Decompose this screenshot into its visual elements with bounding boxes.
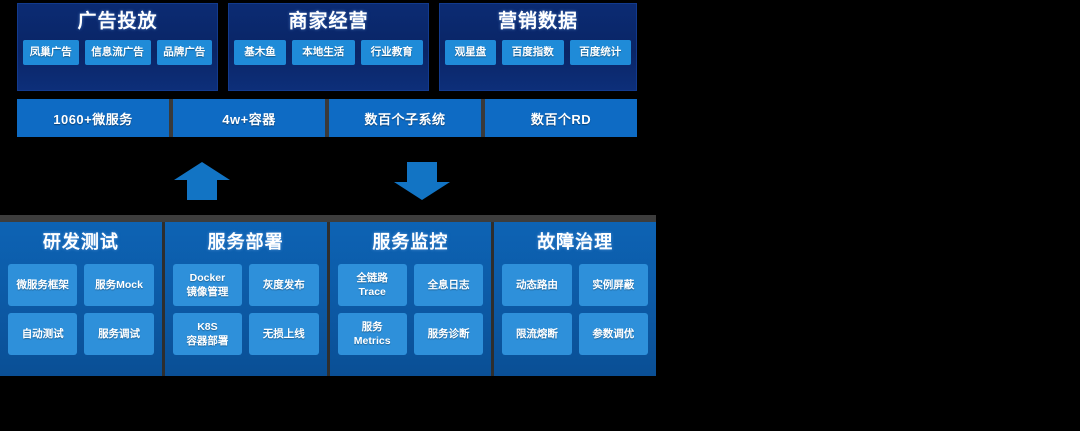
platform-panel-dev-test[interactable]: 研发测试 微服务框架 服务Mock 自动测试 服务调试 <box>0 222 162 376</box>
platform-chip[interactable]: K8S 容器部署 <box>172 313 243 355</box>
business-panel-title: 商家经营 <box>288 11 369 32</box>
platform-panel-service-deploy[interactable]: 服务部署 Docker 镜像管理 灰度发布 K8S 容器部署 无损上线 <box>164 222 327 376</box>
platform-chip[interactable]: 微服务框架 <box>8 264 78 306</box>
scale-metric-subsystems[interactable]: 数百个子系统 <box>329 99 481 137</box>
platform-capability-section: 研发测试 微服务框架 服务Mock 自动测试 服务调试 服务部署 Docker … <box>0 215 656 376</box>
platform-chip[interactable]: 实例屏蔽 <box>578 264 648 306</box>
arrow-up-icon <box>174 162 230 200</box>
business-chip[interactable]: 信息流广告 <box>84 40 151 65</box>
platform-panel-row: 研发测试 微服务框架 服务Mock 自动测试 服务调试 服务部署 Docker … <box>0 222 656 376</box>
platform-panel-title: 服务监控 <box>372 232 449 252</box>
business-panel-chip-row: 观星盘 百度指数 百度统计 <box>439 40 637 65</box>
business-chip[interactable]: 凤巢广告 <box>23 40 79 65</box>
business-panel-chip-row: 凤巢广告 信息流广告 品牌广告 <box>17 40 218 65</box>
scale-metric-containers[interactable]: 4w+容器 <box>173 99 325 137</box>
business-panel-title: 营销数据 <box>497 11 578 32</box>
platform-chip[interactable]: Docker 镜像管理 <box>172 264 243 306</box>
business-chip[interactable]: 观星盘 <box>445 40 496 65</box>
business-chip[interactable]: 百度指数 <box>502 40 564 65</box>
platform-chip[interactable]: 自动测试 <box>8 313 78 355</box>
business-panel-title: 广告投放 <box>77 11 158 32</box>
scale-metrics-bar: 1060+微服务 4w+容器 数百个子系统 数百个RD <box>17 99 637 137</box>
scale-metric-rd[interactable]: 数百个RD <box>485 99 637 137</box>
platform-chip[interactable]: 全链路 Trace <box>337 264 407 306</box>
business-chip[interactable]: 基木鱼 <box>234 40 286 65</box>
business-chip[interactable]: 百度统计 <box>569 40 631 65</box>
platform-panel-fault-governance[interactable]: 故障治理 动态路由 实例屏蔽 限流熔断 参数调优 <box>494 222 656 376</box>
business-panel-chip-row: 基木鱼 本地生活 行业教育 <box>228 40 429 65</box>
business-domain-row: 广告投放 凤巢广告 信息流广告 品牌广告 商家经营 基木鱼 本地生活 行业教育 … <box>17 3 637 91</box>
scale-metric-microservices[interactable]: 1060+微服务 <box>17 99 169 137</box>
platform-chip[interactable]: 动态路由 <box>502 264 572 306</box>
platform-chip[interactable]: 服务调试 <box>84 313 154 355</box>
business-panel-merchant[interactable]: 商家经营 基木鱼 本地生活 行业教育 <box>228 3 429 91</box>
platform-chip[interactable]: 服务Mock <box>84 264 154 306</box>
platform-panel-chip-grid: 全链路 Trace 全息日志 服务 Metrics 服务诊断 <box>330 264 492 355</box>
platform-chip[interactable]: 限流熔断 <box>502 313 572 355</box>
platform-panel-service-monitor[interactable]: 服务监控 全链路 Trace 全息日志 服务 Metrics 服务诊断 <box>329 222 492 376</box>
platform-chip[interactable]: 灰度发布 <box>249 264 319 306</box>
platform-chip[interactable]: 服务 Metrics <box>337 313 407 355</box>
business-chip[interactable]: 品牌广告 <box>156 40 212 65</box>
business-panel-marketing-data[interactable]: 营销数据 观星盘 百度指数 百度统计 <box>439 3 637 91</box>
platform-chip[interactable]: 全息日志 <box>413 264 484 306</box>
platform-panel-chip-grid: 微服务框架 服务Mock 自动测试 服务调试 <box>0 264 162 355</box>
platform-panel-title: 服务部署 <box>207 232 284 252</box>
platform-chip[interactable]: 参数调优 <box>578 313 648 355</box>
platform-panel-title: 研发测试 <box>42 232 119 252</box>
platform-panel-chip-grid: Docker 镜像管理 灰度发布 K8S 容器部署 无损上线 <box>165 264 327 355</box>
platform-chip[interactable]: 服务诊断 <box>413 313 484 355</box>
platform-panel-title: 故障治理 <box>537 232 614 252</box>
platform-panel-chip-grid: 动态路由 实例屏蔽 限流熔断 参数调优 <box>494 264 656 355</box>
arrow-down-icon <box>394 162 450 200</box>
platform-chip[interactable]: 无损上线 <box>249 313 319 355</box>
business-chip[interactable]: 本地生活 <box>292 40 355 65</box>
business-panel-advertising[interactable]: 广告投放 凤巢广告 信息流广告 品牌广告 <box>17 3 218 91</box>
business-chip[interactable]: 行业教育 <box>360 40 423 65</box>
